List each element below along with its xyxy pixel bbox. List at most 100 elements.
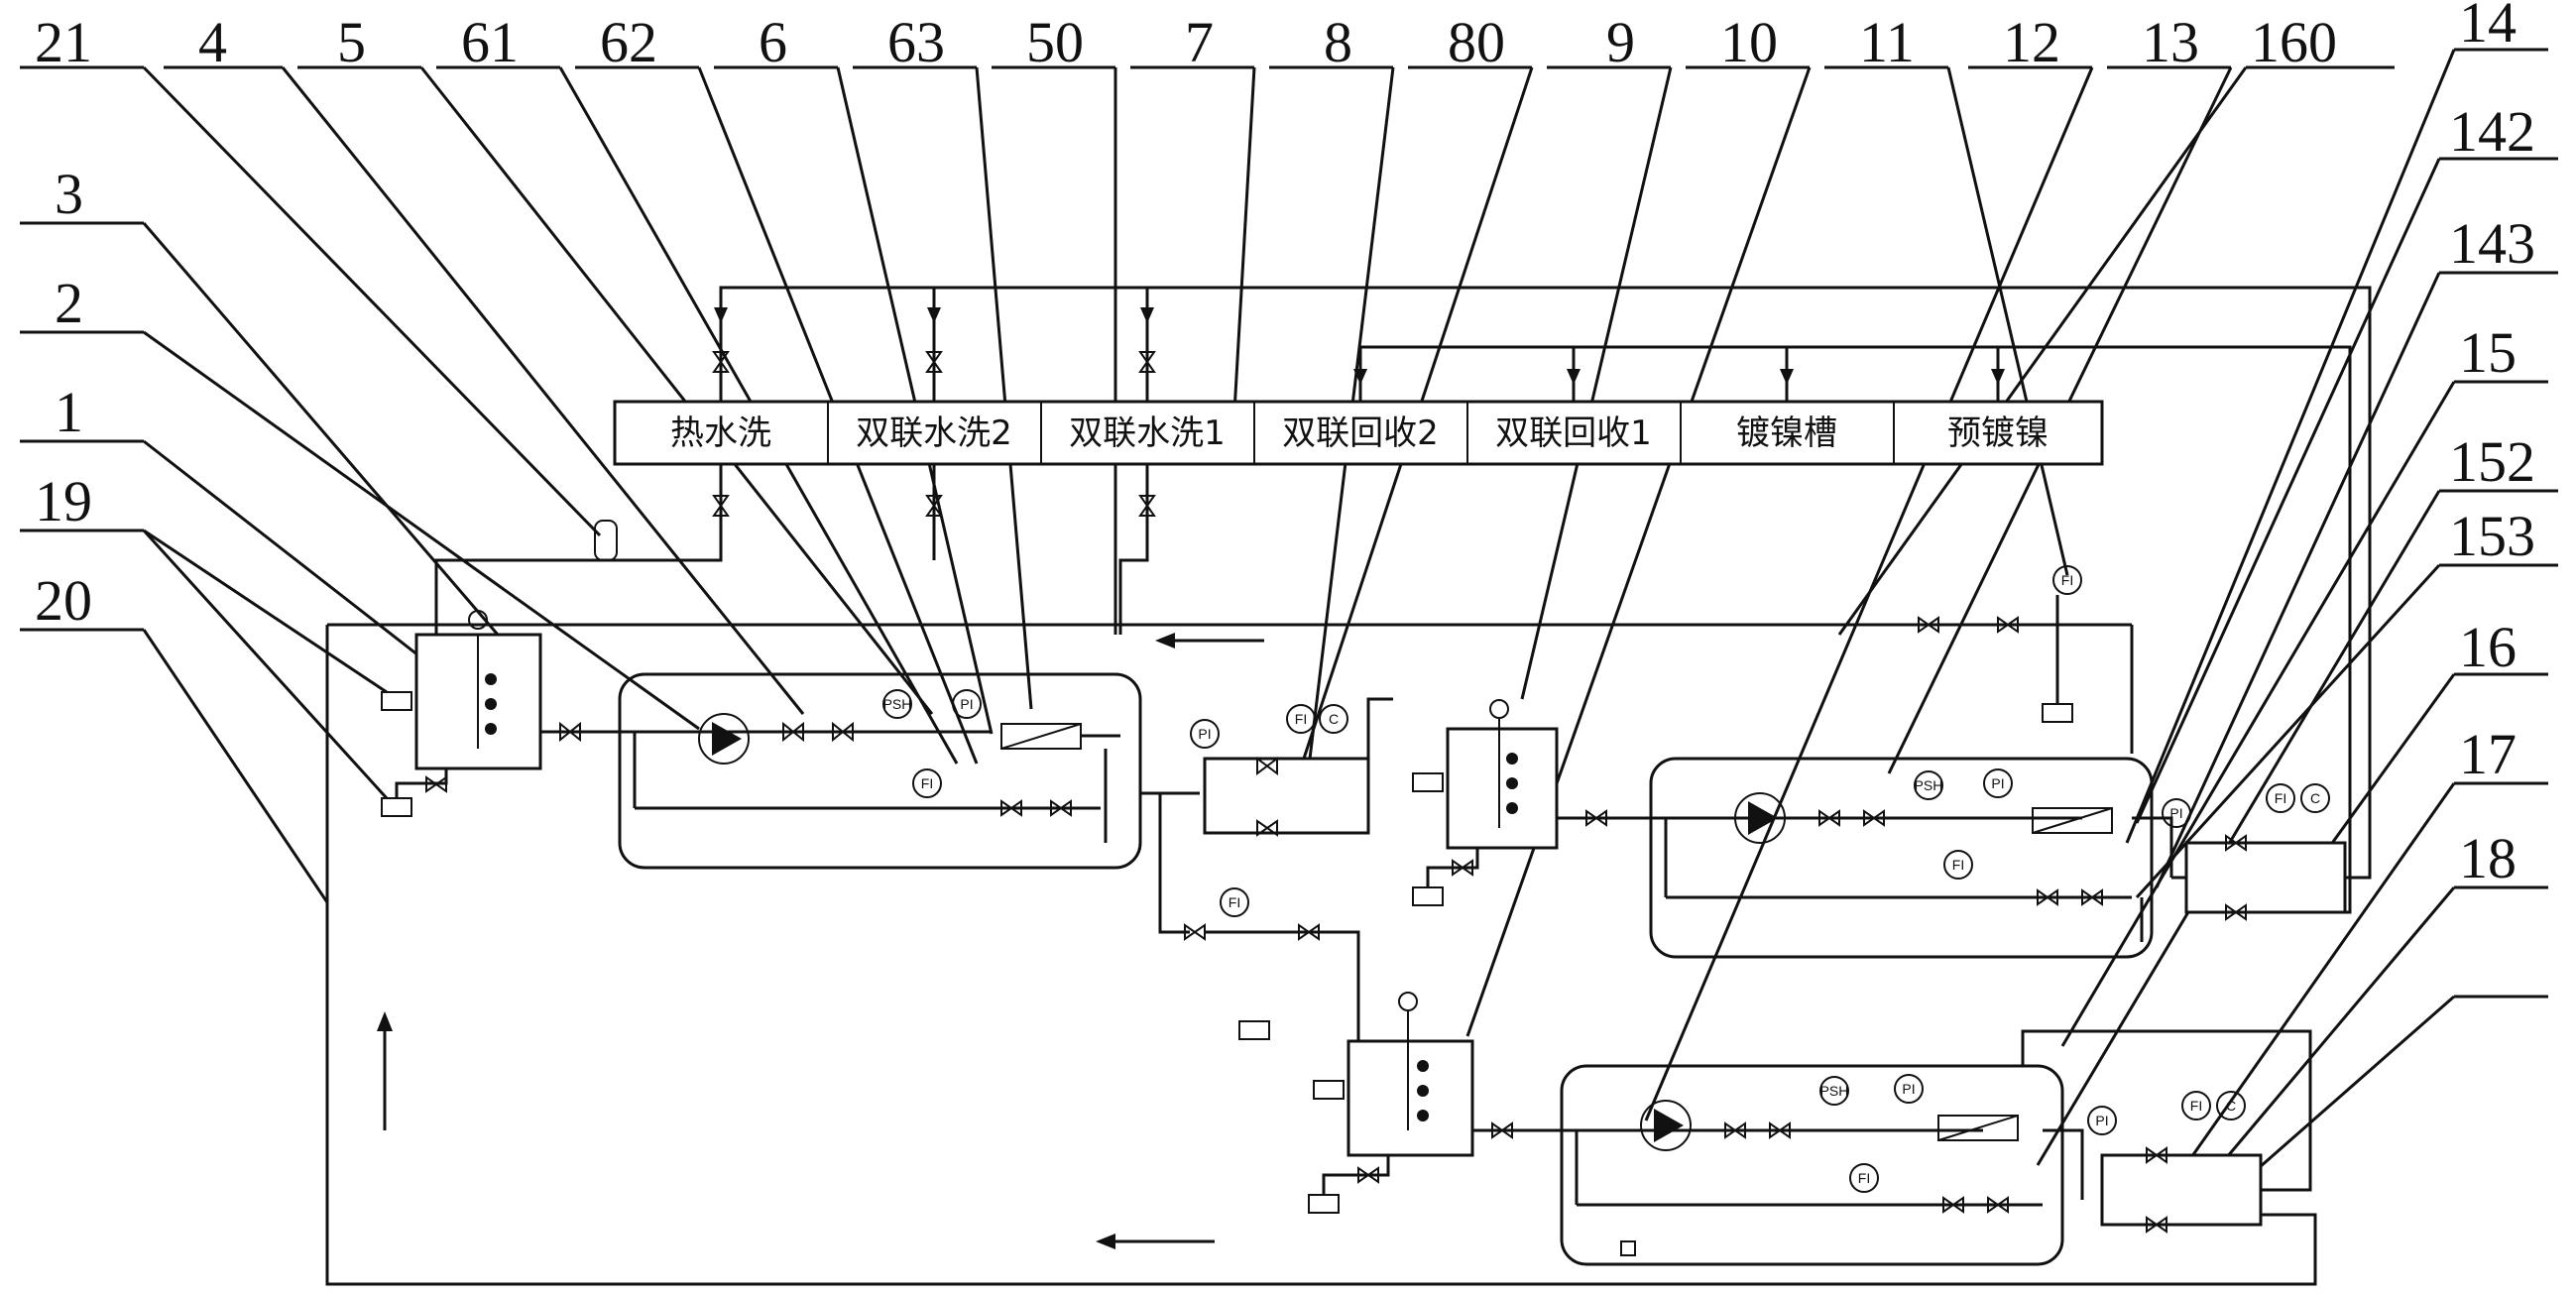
valve-icon [2146,1216,2167,1234]
valve-icon [1724,1121,1746,1139]
svg-text:FI: FI [2275,790,2286,806]
svg-text:FI: FI [1229,894,1240,910]
valve-icon [1050,799,1072,817]
svg-text:PI: PI [1198,726,1211,742]
arrow-down-icon [1991,369,2005,385]
pump-skid-1 [618,672,1142,870]
svg-text:PSH: PSH [1820,1083,1849,1099]
valve-icon [1357,1166,1379,1184]
fi-gauge [1849,1163,1879,1193]
arrow-left-icon [1155,633,1175,648]
svg-text:C: C [1329,711,1339,727]
valve-icon [2037,888,2058,906]
svg-text:PI: PI [960,696,973,712]
ref-18: 18 [2459,826,2517,890]
ref-11: 11 [1859,10,1915,74]
tank-10 [1347,1039,1474,1157]
tank-double-rinse-2: 双联水洗2 [856,413,1012,453]
pump-skid-2 [1649,757,2154,959]
drain-icon [381,797,412,817]
heat-exchanger [1937,1115,2019,1141]
c-gauge [2216,1091,2246,1120]
ref-3: 3 [55,162,83,226]
svg-text:C: C [2226,1098,2236,1114]
pi-gauge [1190,719,1220,749]
ref-143: 143 [2449,211,2535,276]
valve-icon [1184,923,1206,941]
ref-153: 153 [2449,504,2535,568]
ref-20: 20 [35,568,92,633]
tank-double-recovery-2: 双联回收2 [1282,413,1439,453]
fi-gauge [1220,887,1249,917]
tank-strip: 热水洗 双联水洗2 双联水洗1 双联回收2 双联回收1 镀镍槽 预镀镍 [613,400,2104,466]
svg-text:PSH: PSH [1915,777,1943,793]
filter-unit [1203,757,1370,835]
pump-skid-3 [1560,1064,2064,1266]
flow-meter-block-1 [2184,841,2347,914]
valve-icon [712,351,1156,517]
ref-10: 10 [1720,10,1778,74]
valve-icon [1298,923,1320,941]
ref-17: 17 [2459,722,2517,786]
arrow-down-icon [1140,307,1154,323]
pump-icon [698,713,750,765]
valve-icon [1918,616,1939,634]
ref-6: 6 [759,10,787,74]
svg-text:FI: FI [1858,1170,1870,1186]
pi-gauge [952,689,982,719]
ref-2: 2 [55,271,83,335]
tank-9 [1446,727,1559,850]
arrow-down-icon [927,307,941,323]
valve-icon [2225,834,2247,852]
square-marker [1620,1240,1636,1256]
drain-icon [1313,1080,1345,1100]
valve-icon [1491,1121,1513,1139]
arrow-down-icon [714,307,728,323]
arrow-left-icon [1096,1234,1115,1249]
drain-icon [1238,1020,1270,1040]
ref-12: 12 [2003,10,2060,74]
svg-text:PI: PI [1991,775,2004,791]
svg-text:FI: FI [2061,572,2073,588]
tank-double-recovery-1: 双联回收1 [1495,413,1652,453]
tank-nickel-plating: 镀镍槽 [1736,413,1837,453]
c-gauge [2300,783,2330,813]
psh-gauge [1914,770,1943,800]
ref-142: 142 [2449,99,2535,164]
heat-exchanger [2032,807,2113,834]
ref-5: 5 [337,10,366,74]
valve-icon [1769,1121,1791,1139]
valve-icon [1256,819,1278,837]
valve-icon [1256,757,1278,775]
psh-gauge [1819,1076,1849,1106]
ref-15: 15 [2459,320,2517,385]
drain-icon [381,691,412,711]
valve-icon [1987,1196,2009,1214]
ref-4: 4 [198,10,227,74]
fi-gauge [2052,565,2082,595]
arrow-down-icon [1780,369,1794,385]
filter-icon [594,520,618,561]
unit-16: PI FI C [2162,783,2347,921]
fi-gauge [2181,1091,2211,1120]
unit-1: PSH PI FI [381,610,1142,870]
ref-160: 160 [2251,10,2337,74]
pi-gauge [1894,1074,1924,1104]
pi-gauge [2087,1106,2117,1135]
ref-63: 63 [887,10,945,74]
fi-gauge [2266,783,2295,813]
level-icon [1489,699,1509,719]
valve-icon [1585,809,1607,827]
fi-gauge [1286,704,1316,734]
ref-61: 61 [461,10,519,74]
valve-icon [2146,1146,2167,1164]
valve-icon [2081,888,2103,906]
ref-16: 16 [2459,615,2517,679]
reference-numbers: 21 4 5 61 62 6 63 50 7 8 80 9 10 11 12 1… [35,0,2535,890]
ref-80: 80 [1448,10,1505,74]
valve-icon [1863,809,1885,827]
valve-icon [559,721,581,743]
arrow-up-icon [377,1011,393,1031]
drain-icon [1412,772,1444,792]
